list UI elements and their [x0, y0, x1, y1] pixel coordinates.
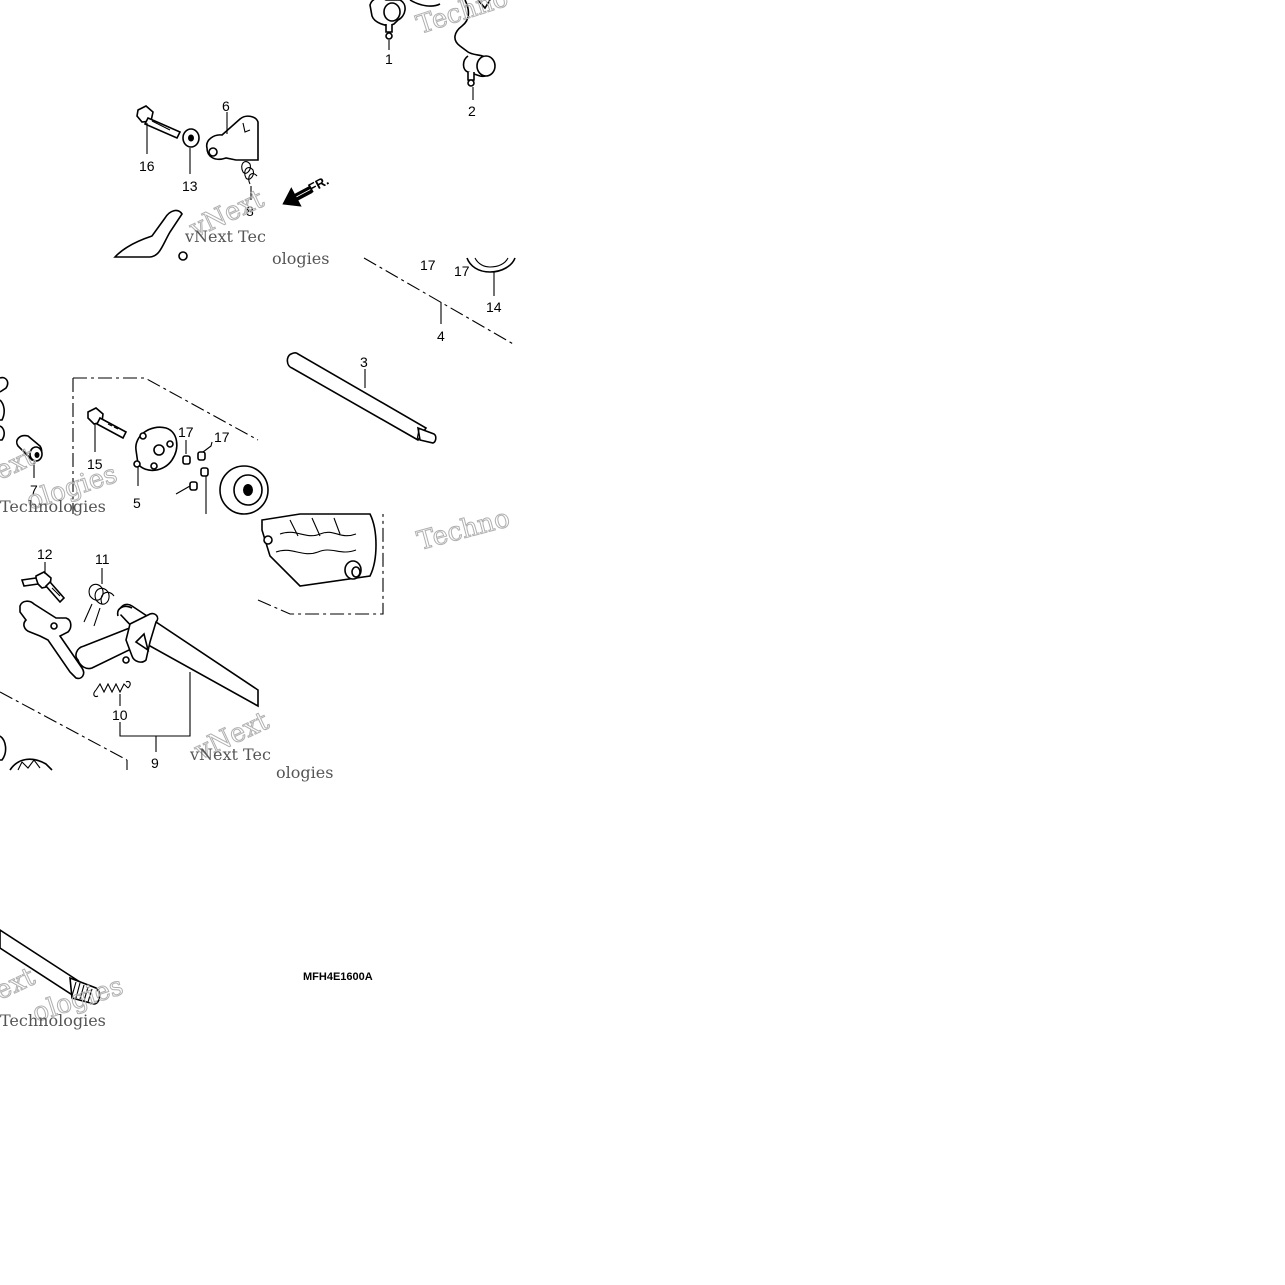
pivot-bolt-12: [20, 571, 66, 604]
callout-3: 3: [360, 354, 368, 370]
watermark-technologies-1: Technologies: [0, 497, 106, 516]
callout-2: 2: [468, 103, 476, 119]
callout-17-b: 17: [454, 263, 470, 279]
washer-13: [182, 128, 200, 148]
callout-17-d: 17: [214, 429, 230, 445]
callout-13: 13: [182, 178, 198, 194]
tile-middle-right: 4 17 17 14: [363, 257, 516, 346]
watermark-technologies-2: Technologies: [0, 1011, 106, 1030]
return-spring-11: [83, 583, 115, 627]
watermark-ologies-3: ologies: [276, 763, 333, 782]
tension-spring-10: [93, 680, 131, 698]
collar-7: [15, 434, 43, 462]
watermark-vnext-tec-2: vNext Tec: [189, 745, 271, 764]
bolt-15: [87, 407, 128, 440]
tile-spindle-end: ext ologies Technologies: [0, 929, 127, 1030]
callout-8: 8: [246, 203, 254, 219]
tile-top-left: 16 13 6 8 vNext vNext Tec ologies: [113, 98, 329, 268]
callout-7: 7: [30, 482, 38, 498]
callout-9: 9: [151, 755, 159, 771]
shift-arm-plate: [19, 600, 85, 680]
callout-17-a: 17: [420, 257, 436, 273]
callout-17-c: 17: [178, 424, 194, 440]
stopper-arm-6: [205, 115, 259, 161]
callout-11: 11: [95, 551, 110, 567]
watermark-techno-2: Techno: [414, 503, 513, 556]
spring-8: [241, 161, 258, 185]
shift-fork-shaft-3: [286, 352, 437, 444]
gearshift-spindle-9: [75, 603, 259, 708]
drum-bearing: [219, 465, 269, 515]
drum-center-5: [133, 426, 178, 472]
callout-15: 15: [87, 456, 103, 472]
callout-4: 4: [437, 328, 445, 344]
callout-14: 14: [486, 299, 502, 315]
callout-5: 5: [133, 495, 141, 511]
tile-top-middle: 1 2 FR. Techno: [282, 0, 512, 207]
front-direction-arrow-icon: [282, 185, 313, 207]
bolt-16: [136, 105, 182, 140]
tile-middle-left: 7 15 5 17 17: [0, 376, 269, 517]
callout-6: 6: [222, 98, 230, 114]
callout-1: 1: [385, 51, 393, 67]
callout-10: 10: [112, 707, 128, 723]
shift-drum: Techno: [257, 503, 514, 615]
bearing-14: [466, 257, 516, 273]
tile-spindle: 12 11: [0, 546, 333, 782]
watermark-ologies-1: ologies: [272, 249, 329, 268]
callout-12: 12: [37, 546, 53, 562]
callout-16: 16: [139, 158, 155, 174]
watermark-vnext-tec: vNext Tec: [184, 227, 266, 246]
drawing-code: MFH4E1600A: [303, 971, 373, 983]
shift-fork-1: [369, 0, 441, 40]
shift-fork-2: [454, 0, 496, 87]
